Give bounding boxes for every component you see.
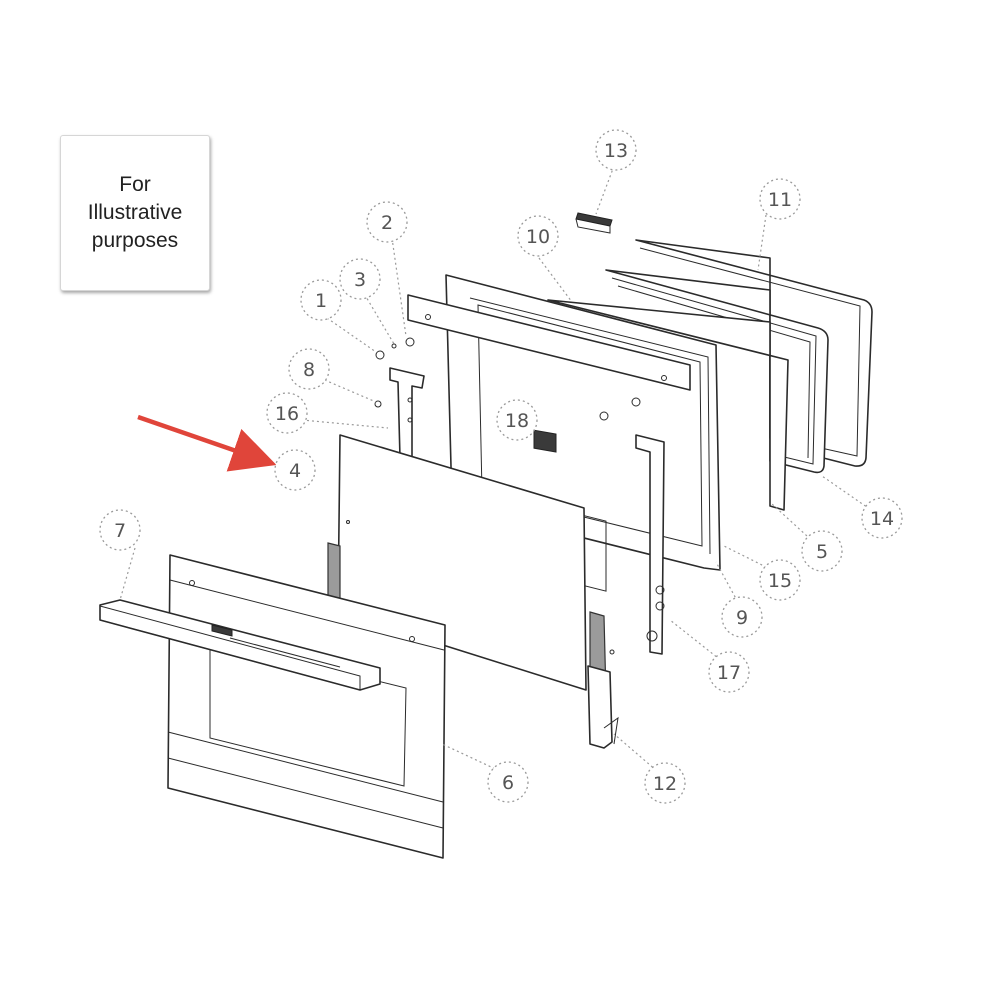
callout-6: 6 (487, 761, 529, 803)
part-17-right-bracket (609, 434, 665, 655)
callout-2: 2 (366, 201, 408, 243)
callout-1: 1 (300, 279, 342, 321)
callout-18: 18 (496, 399, 538, 441)
callout-6-label: 6 (502, 772, 514, 794)
highlight-arrow (137, 414, 277, 472)
callout-11-label: 11 (768, 189, 792, 211)
parts-1-2-3-screws (374, 337, 415, 408)
callout-3-label: 3 (354, 269, 366, 291)
callout-8-label: 8 (303, 359, 315, 381)
part-7-handle (99, 599, 381, 691)
illustrative-note-text: For Illustrative purposes (87, 173, 183, 252)
callout-14: 14 (861, 497, 903, 539)
callout-17: 17 (708, 651, 750, 693)
callout-13-label: 13 (604, 140, 628, 162)
callout-9: 9 (721, 596, 763, 638)
callout-10: 10 (517, 215, 559, 257)
callout-14-label: 14 (870, 508, 894, 530)
callout-4-label: 4 (289, 460, 301, 482)
callout-12: 12 (644, 762, 686, 804)
callout-5-label: 5 (816, 541, 828, 563)
callout-15-label: 15 (768, 570, 792, 592)
part-10-top-rail (407, 294, 691, 391)
callout-18-label: 18 (505, 410, 529, 432)
callout-15: 15 (759, 559, 801, 601)
callout-8: 8 (288, 348, 330, 390)
callout-17-label: 17 (717, 662, 741, 684)
callout-12-label: 12 (653, 773, 677, 795)
callout-13: 13 (595, 129, 637, 171)
callout-9-label: 9 (736, 607, 748, 629)
illustrative-note: For Illustrative purposes (60, 135, 210, 291)
part-12-hinge (587, 611, 619, 749)
hinge-spring-left (327, 542, 341, 601)
callout-4: 4 (274, 449, 316, 491)
callout-1-label: 1 (315, 290, 327, 312)
callout-16: 16 (266, 392, 308, 434)
callout-3: 3 (339, 258, 381, 300)
callout-16-label: 16 (275, 403, 299, 425)
callout-10-label: 10 (526, 226, 550, 248)
callout-5: 5 (801, 530, 843, 572)
callout-2-label: 2 (381, 212, 393, 234)
callout-7-label: 7 (114, 520, 126, 542)
callout-7: 7 (99, 509, 141, 551)
part-13-clip (575, 212, 613, 234)
part-16-left-bracket (389, 367, 425, 461)
callout-11: 11 (759, 178, 801, 220)
